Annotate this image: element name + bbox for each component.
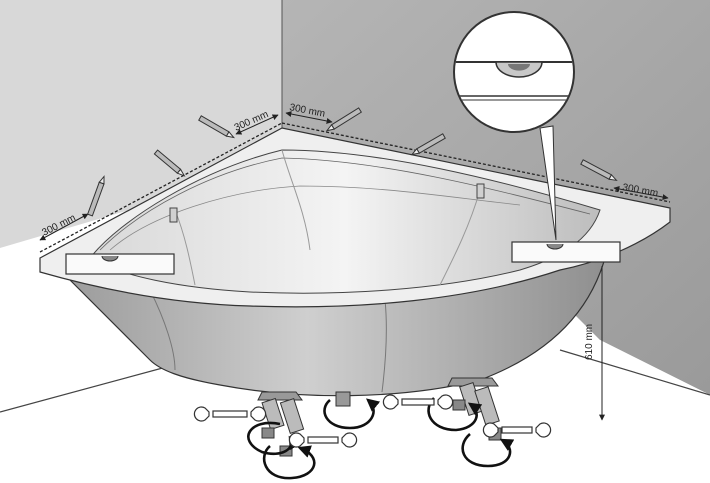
- basin-ledge: [109, 185, 521, 251]
- basin-lip: [99, 157, 591, 251]
- wrench-icon: [382, 394, 454, 410]
- spirit-level-icon: [65, 253, 175, 275]
- dimension-label-height: 610 mm: [584, 324, 595, 360]
- dimension-arrows: [39, 111, 669, 421]
- pencil-icon: [325, 107, 363, 132]
- pencil-icon: [580, 159, 618, 182]
- basin-fold: [281, 149, 311, 251]
- pencil-icon: [198, 115, 236, 139]
- tub-basin: [89, 149, 601, 294]
- wrench-icon: [193, 406, 267, 422]
- rotate-arrow-icon: [247, 397, 515, 480]
- rim-bracket: [476, 183, 485, 199]
- rim-bracket: [169, 207, 178, 223]
- basin-fold: [439, 189, 481, 286]
- pencil-icon: [153, 149, 186, 177]
- basin-fold: [174, 209, 196, 286]
- shell-seam: [149, 289, 176, 371]
- left-wall: [0, 0, 282, 248]
- floor-edge-left: [0, 365, 171, 413]
- spirit-level-icon: [511, 241, 621, 263]
- magnifier-callout-icon: [453, 11, 575, 241]
- wrench-icon: [482, 422, 552, 438]
- shell-seam: [381, 299, 387, 393]
- pencil-icon: [410, 133, 446, 156]
- pencil-icon: [87, 175, 105, 217]
- floor-edge-right: [559, 349, 710, 396]
- floor: [0, 340, 710, 483]
- wrench-icon: [288, 432, 358, 448]
- adjustable-foot-icon: [335, 391, 351, 407]
